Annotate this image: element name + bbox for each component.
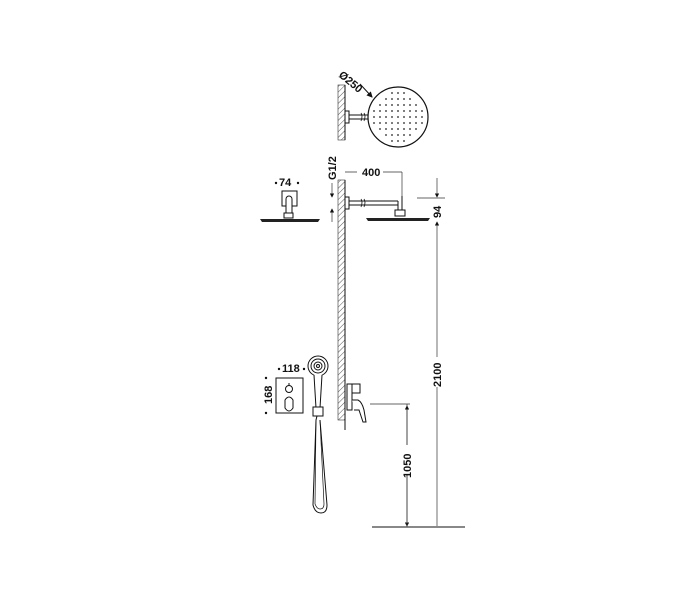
hand-shower: [307, 355, 329, 514]
shower-head-front-view: Ø250: [336, 69, 429, 148]
dim-thread: G1/2: [327, 156, 339, 180]
dim-plate-height: 168: [263, 386, 275, 404]
height-dimensions: 1050 94 2100: [372, 178, 465, 528]
dim-plate-width: 118: [282, 363, 300, 375]
nozzle-dots: [373, 92, 423, 142]
shower-head-width-view: 74: [260, 177, 320, 222]
shower-arm-side-view: 400 G1/2: [327, 156, 430, 430]
dim-shower-height: 2100: [432, 363, 444, 387]
dim-mixer-height: 1050: [402, 454, 414, 478]
dim-arm-length: 400: [362, 167, 380, 179]
dim-head-height: 94: [432, 205, 444, 218]
dim-head-width: 74: [279, 177, 292, 189]
mixer-side-view: [346, 383, 410, 423]
mixer-plate-front-view: 118 168: [263, 363, 306, 415]
